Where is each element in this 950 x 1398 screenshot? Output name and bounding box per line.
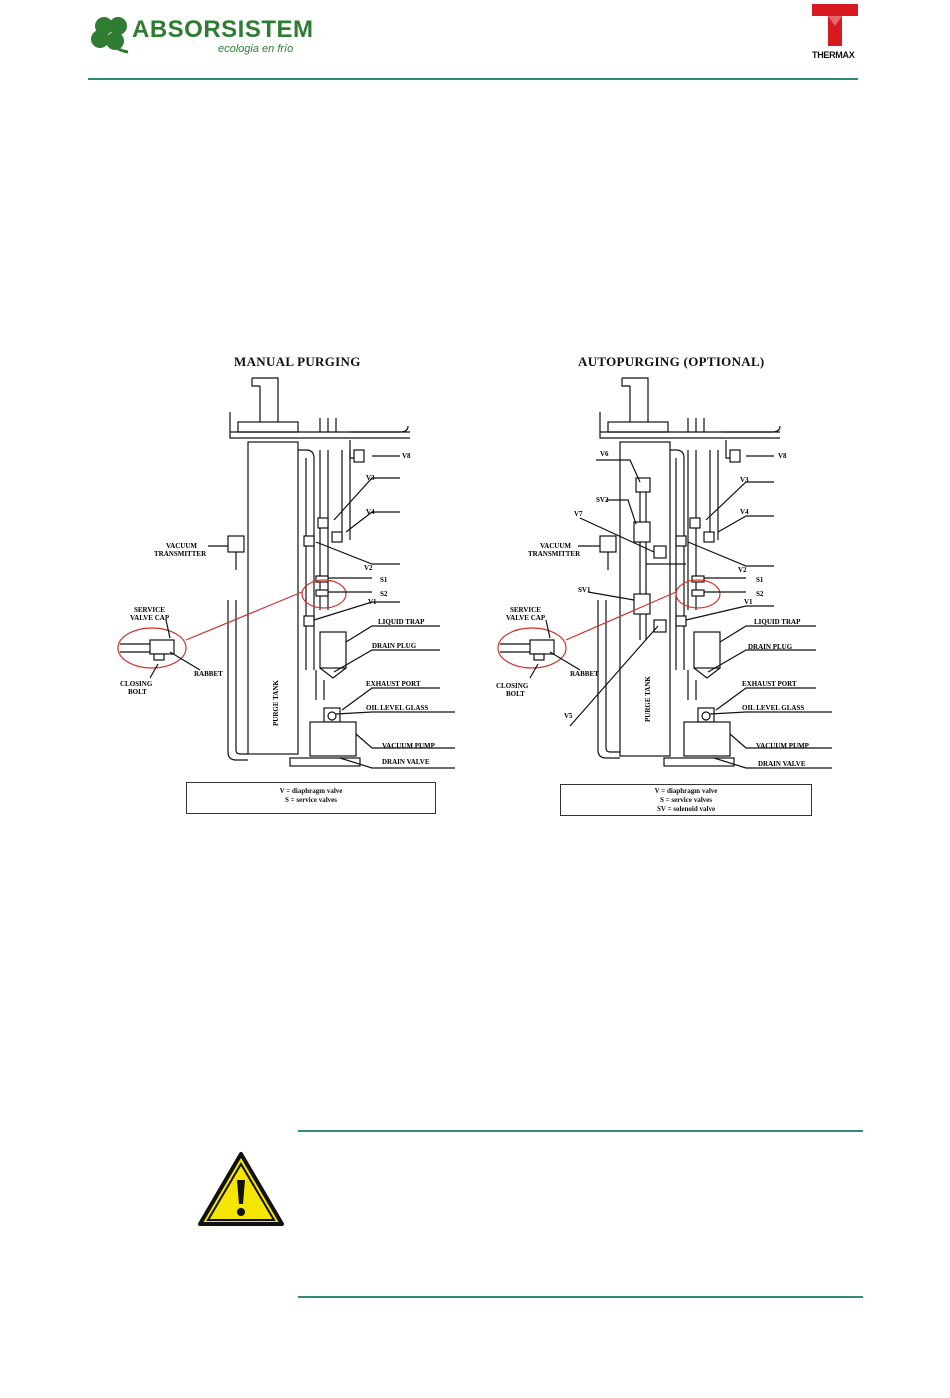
label-service-1: SERVICE [134,606,165,614]
warning-triangle-icon [198,1152,284,1226]
warning-bottom-rule [298,1296,863,1298]
label-v4: V4 [740,508,749,516]
thermax-logo-icon [812,4,858,46]
label-rabbet: RABBET [194,670,223,678]
label-vacuum-transmitter-1: VACUUM [540,542,571,550]
label-drain-valve: DRAIN VALVE [382,758,430,766]
diagram-right-title: AUTOPURGING (OPTIONAL) [578,354,765,369]
label-vacuum-transmitter-2: TRANSMITTER [154,550,207,558]
label-sv1: SV1 [578,586,591,594]
label-v3: V3 [366,474,375,482]
diagram-left-title: MANUAL PURGING [234,354,361,369]
brand-tagline: ecologia en frío [218,43,294,55]
header-rule [88,78,858,80]
label-vacuum-pump: VACUUM PUMP [382,742,436,750]
warning-top-rule [298,1130,863,1132]
legend-right-line-2: S = service valves [659,796,712,804]
label-drain-valve: DRAIN VALVE [758,760,806,768]
label-closing-1: CLOSING [496,682,529,690]
legend-left: V = diaphragm valve S = service valves [186,782,436,814]
label-vacuum-transmitter-1: VACUUM [166,542,197,550]
label-s1: S1 [756,576,764,584]
label-v7: V7 [574,510,583,518]
brand-name: ABSORSISTEM [132,16,314,43]
label-drain-plug: DRAIN PLUG [748,643,793,651]
label-liquid-trap: LIQUID TRAP [378,618,425,626]
clover-logo-icon [91,17,129,54]
label-v2: V2 [738,566,747,574]
label-exhaust-port: EXHAUST PORT [366,680,421,688]
label-vacuum-pump: VACUUM PUMP [756,742,810,750]
label-s2: S2 [380,590,388,598]
label-v1: V1 [744,598,753,606]
legend-left-line-2: S = service valves [284,796,337,804]
legend-right-line-3: SV = solenoid valve [656,805,716,813]
label-s2: S2 [756,590,764,598]
label-purge-tank: PURGE TANK [644,676,652,722]
label-v2: V2 [364,564,373,572]
manual-purging-diagram: V8 V3 V4 V2 S1 S2 V1 LIQUID TRAP DRAIN P… [117,377,455,769]
label-service-2: VALVE CAP [130,614,170,622]
legend-left-line-1: V = diaphragm valve [279,787,343,795]
label-purge-tank: PURGE TANK [272,680,280,726]
label-service-2: VALVE CAP [506,614,546,622]
label-closing-1: CLOSING [120,680,153,688]
label-v1: V1 [368,598,377,606]
label-service-1: SERVICE [510,606,541,614]
label-v3: V3 [740,476,749,484]
label-v4: V4 [366,508,375,516]
partner-name: THERMAX [812,50,855,60]
label-v8: V8 [778,452,787,460]
label-s1: S1 [380,576,388,584]
autopurging-diagram: V6 V8 V3 SV2 V4 V7 V2 S1 S2 SV1 V1 LIQUI… [496,377,832,769]
label-v8: V8 [402,452,411,460]
label-vacuum-transmitter-2: TRANSMITTER [528,550,581,558]
label-sv2: SV2 [596,496,609,504]
label-v6: V6 [600,450,609,458]
label-v5: V5 [564,712,573,720]
legend-right-line-1: V = diaphragm valve [654,787,718,795]
label-drain-plug: DRAIN PLUG [372,642,417,650]
label-oil-level-glass: OIL LEVEL GLASS [366,704,428,712]
label-rabbet: RABBET [570,670,599,678]
label-closing-2: BOLT [128,688,147,696]
legend-right: V = diaphragm valve S = service valves S… [560,784,812,816]
label-oil-level-glass: OIL LEVEL GLASS [742,704,804,712]
label-liquid-trap: LIQUID TRAP [754,618,801,626]
label-exhaust-port: EXHAUST PORT [742,680,797,688]
label-closing-2: BOLT [506,690,525,698]
